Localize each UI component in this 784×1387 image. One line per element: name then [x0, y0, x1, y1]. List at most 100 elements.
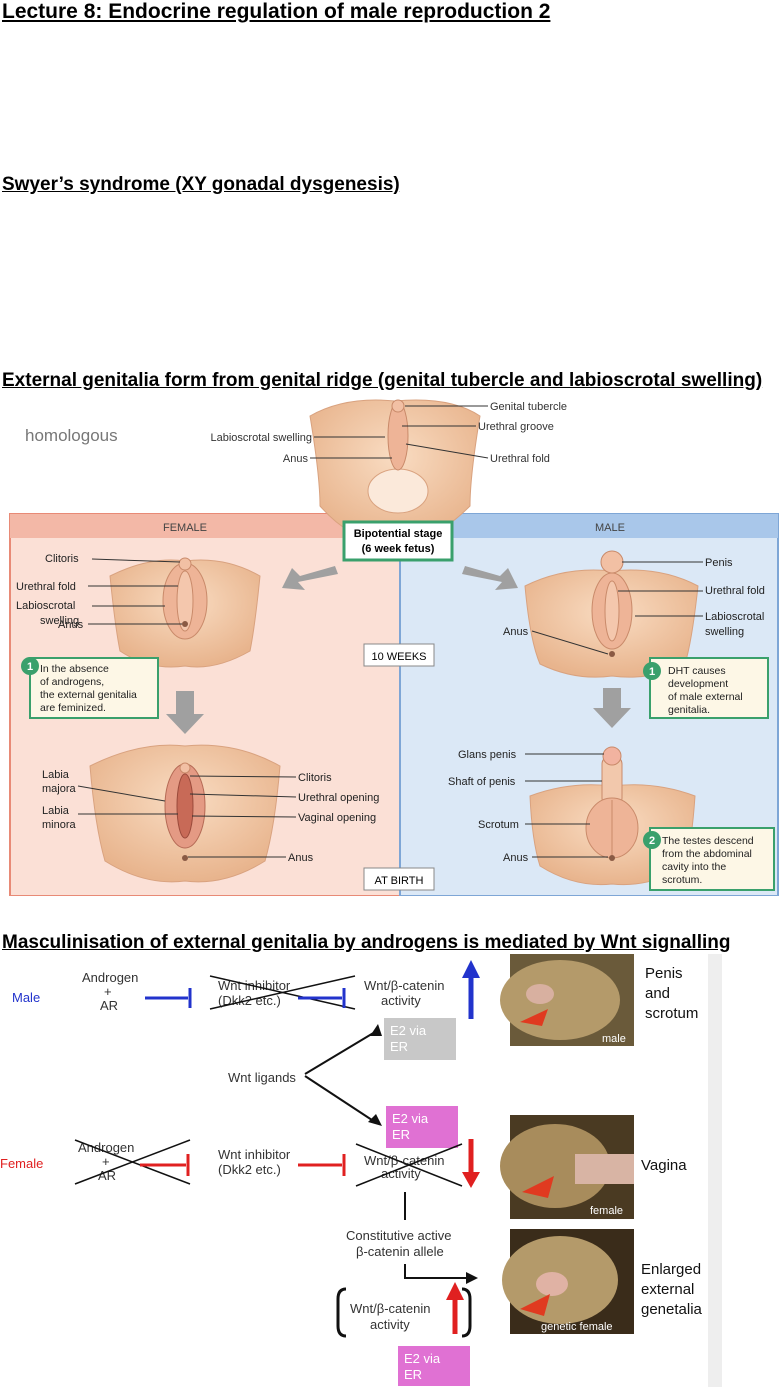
male-header: MALE	[595, 522, 625, 534]
label-anus-top: Anus	[283, 453, 309, 465]
note-testes	[649, 827, 775, 891]
bipotential-line1: Bipotential stage	[354, 528, 443, 540]
label-labia-majora-2: majora	[42, 783, 77, 795]
label-labia-minora-2: minora	[42, 819, 77, 831]
label-male: Male	[12, 990, 40, 1005]
label-anus-birth-female: Anus	[288, 852, 314, 864]
note-testes-line1: The testes descend	[662, 835, 754, 847]
label-wnt-inhibitor-female: Wnt inhibitor	[218, 1147, 291, 1162]
page-title: Lecture 8: Endocrine regulation of male …	[2, 0, 551, 23]
e2-pink-top-line2: ER	[392, 1127, 410, 1142]
label-female: Female	[0, 1156, 43, 1171]
result-enlarged-3: genetalia	[641, 1301, 703, 1318]
label-labia-majora-1: Labia	[42, 769, 70, 781]
label-plus-female: +	[102, 1154, 110, 1169]
arrow-female-down	[166, 691, 204, 734]
label-androgen-male: Androgen	[82, 970, 138, 985]
label-labioscrotal-male-2: swelling	[705, 626, 744, 638]
label-plus-male: +	[104, 984, 112, 999]
arrow-male-down	[593, 688, 631, 728]
label-wnt-catenin-bracket: Wnt/β-catenin	[350, 1301, 430, 1316]
genitalia-development-figure: homologous FEMALE MALE Genital tubercle …	[9, 399, 779, 896]
result-male-3: scrotum	[645, 1005, 698, 1022]
bracket-left	[336, 1287, 347, 1338]
note-testes-line4: scrotum.	[662, 874, 702, 886]
label-shaft-of-penis: Shaft of penis	[448, 776, 516, 788]
note-female-line1: In the absence	[40, 663, 109, 675]
label-anus-male-10w: Anus	[503, 626, 529, 638]
female-birth-illustration	[89, 744, 281, 883]
label-anus-birth-male: Anus	[503, 852, 529, 864]
photo-male: male	[500, 954, 634, 1046]
result-male-2: and	[645, 985, 670, 1002]
note-testes-line3: cavity into the	[662, 861, 726, 873]
note-dht	[649, 657, 769, 719]
label-glans-penis: Glans penis	[458, 749, 517, 761]
wnt-signalling-figure: Male Androgen + AR Wnt inhibitor (Dkk2 e…	[0, 954, 722, 1387]
arrow-to-female	[282, 566, 338, 590]
female-10-weeks-illustration	[109, 557, 261, 668]
photo-female: female	[500, 1115, 634, 1219]
female-header: FEMALE	[163, 522, 207, 534]
note-female-line2: of androgens,	[40, 676, 104, 688]
label-constitutive-2: β-catenin allele	[356, 1244, 444, 1259]
note-dht-number: 1	[649, 666, 655, 678]
e2-gray-line2: ER	[390, 1039, 408, 1054]
ten-weeks-label: 10 WEEKS	[371, 651, 426, 663]
e2-pink-bottom-line2: ER	[404, 1367, 422, 1382]
label-activity-male: activity	[381, 993, 421, 1008]
note-testes-number-badge	[643, 831, 661, 849]
heading-masculinisation: Masculinisation of external genitalia by…	[2, 932, 731, 953]
label-activity-bracket: activity	[370, 1317, 410, 1332]
note-dht-number-badge	[643, 662, 661, 680]
arrow-to-male	[462, 566, 518, 590]
photo-male-caption: male	[602, 1033, 626, 1045]
label-androgen-female: Androgen	[78, 1140, 134, 1155]
result-female: Vagina	[641, 1157, 687, 1174]
label-vaginal-opening: Vaginal opening	[298, 812, 376, 824]
note-dht-line1: DHT causes	[668, 665, 726, 677]
homologous-label: homologous	[25, 426, 118, 445]
label-urethral-fold-male: Urethral fold	[705, 585, 765, 597]
e2-pink-top-line1: E2 via	[392, 1111, 429, 1126]
note-dht-line3: of male external	[668, 691, 743, 703]
bipotential-line2: (6 week fetus)	[362, 543, 435, 555]
label-genital-tubercle: Genital tubercle	[490, 401, 567, 413]
e2-gray-line1: E2 via	[390, 1023, 427, 1038]
note-testes-line2: from the abdominal	[662, 848, 752, 860]
note-female-number-badge	[21, 657, 39, 675]
e2-box-pink-bottom	[398, 1346, 470, 1386]
at-birth-label: AT BIRTH	[375, 875, 424, 887]
label-urethral-groove: Urethral groove	[478, 421, 554, 433]
label-anus-female-10w: Anus	[58, 619, 84, 631]
figure-right-edge	[708, 954, 722, 1387]
e2-box-gray	[384, 1018, 456, 1060]
note-dht-line2: development	[668, 678, 728, 690]
male-header-bar	[400, 514, 778, 538]
result-enlarged-2: external	[641, 1281, 694, 1298]
photo-genetic-female-caption: genetic female	[541, 1321, 613, 1333]
e2-pink-bottom-line1: E2 via	[404, 1351, 441, 1366]
label-wnt-catenin-male: Wnt/β-catenin	[364, 978, 444, 993]
male-10-weeks-illustration	[524, 550, 699, 678]
e2-box-pink-top	[386, 1106, 458, 1148]
at-birth-box	[363, 867, 435, 891]
label-penis-10w: Penis	[705, 557, 733, 569]
label-clitoris-birth: Clitoris	[298, 772, 332, 784]
note-female-line3: the external genitalia	[40, 689, 137, 701]
label-labioscrotal-female-2: swelling	[40, 615, 79, 627]
label-ar-female: AR	[98, 1168, 116, 1183]
label-clitoris-10w: Clitoris	[45, 553, 79, 565]
label-labioscrotal-male-1: Labioscrotal	[705, 611, 764, 623]
note-female-absence	[29, 657, 159, 719]
label-labia-minora-1: Labia	[42, 805, 70, 817]
bracket-right	[461, 1287, 472, 1338]
label-activity-female: activity	[381, 1166, 421, 1181]
result-enlarged-1: Enlarged	[641, 1261, 701, 1278]
label-wnt-catenin-female: Wnt/β-catenin	[364, 1153, 444, 1168]
label-dkk2-female: (Dkk2 etc.)	[218, 1162, 281, 1177]
bipotential-box	[342, 520, 454, 562]
note-dht-line4: genitalia.	[668, 704, 710, 716]
note-female-number: 1	[27, 661, 33, 673]
label-urethral-opening: Urethral opening	[298, 792, 379, 804]
